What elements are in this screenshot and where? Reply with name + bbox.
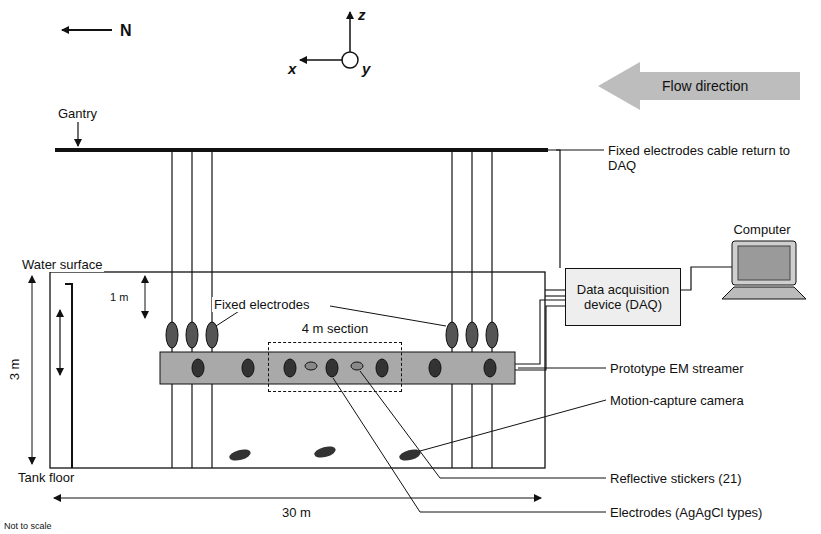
axis-label: y (362, 60, 370, 77)
part-label: Electrodes (AgAgCl types) (610, 505, 762, 520)
dimension-label: 1 m (110, 291, 128, 304)
section-box: 4 m section (268, 342, 402, 392)
node-text: Computer (712, 222, 812, 237)
part-label: Tank floor (18, 470, 74, 485)
part-label: Water surface (20, 257, 104, 272)
flow-label: Flow direction (662, 78, 748, 94)
dimension-label: 30 m (282, 505, 311, 520)
cable-connector (681, 267, 734, 290)
part-label: Fixed electrodes (212, 297, 311, 312)
node-text: 4 m section (269, 321, 401, 336)
part-label: Prototype EM streamer (610, 361, 744, 376)
compass-letter: N (120, 22, 132, 40)
part-label: Reflective stickers (21) (610, 471, 741, 486)
daq-box: Data acquisition device (DAQ) (565, 268, 681, 326)
note-label: Fixed electrodes cable return to DAQ (608, 143, 808, 173)
node-text: Data acquisition device (DAQ) (566, 276, 680, 318)
part-label: Gantry (58, 106, 97, 121)
axis-label: x (288, 60, 296, 77)
computer-icon: Computer (712, 222, 812, 308)
axis-label: z (358, 6, 366, 23)
part-label: Motion-capture camera (610, 393, 744, 408)
dimension-label: 3 m (7, 359, 22, 381)
note-label: Not to scale (4, 521, 52, 532)
computer-drawing (712, 237, 812, 303)
